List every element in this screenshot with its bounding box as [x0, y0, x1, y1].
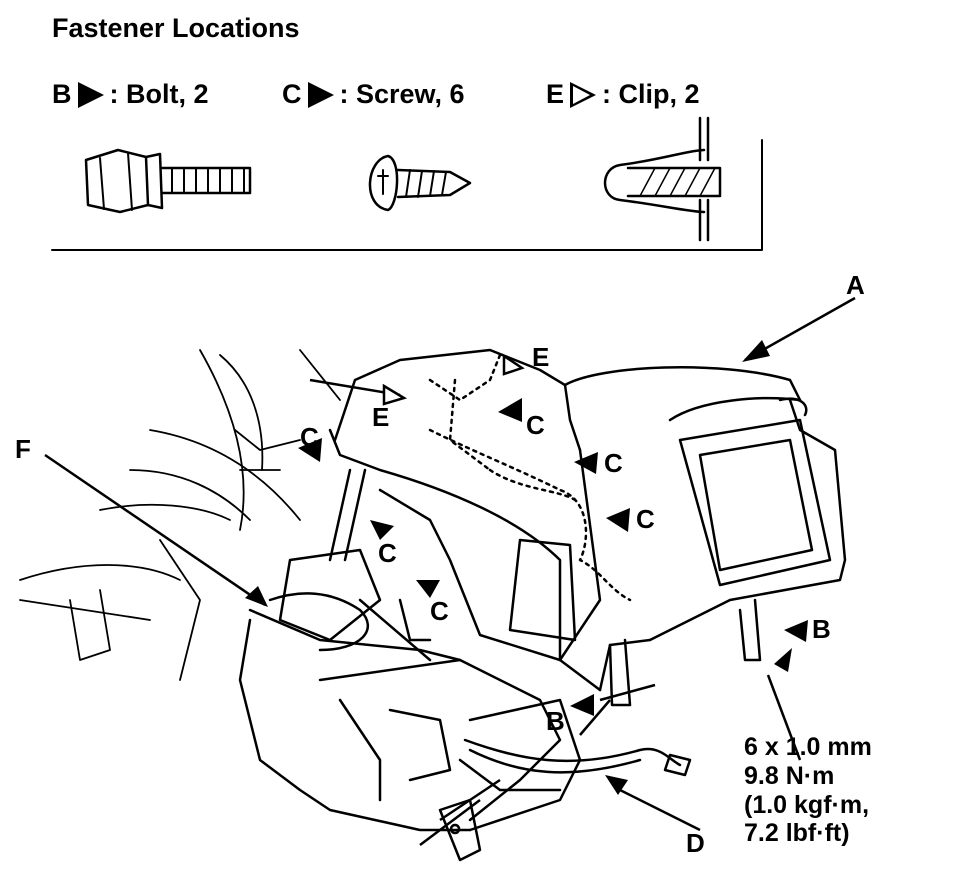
screw-marker-icon	[606, 508, 630, 532]
callout-d: D	[686, 828, 705, 858]
screw-marker-icon	[370, 520, 394, 540]
legend-bolt-text: : Bolt, 2	[109, 79, 209, 109]
screw-marker-icon	[416, 580, 440, 598]
legend-screw-letter: C	[282, 79, 302, 109]
bolt-marker-icon	[570, 694, 594, 716]
clip-marker-icon	[382, 383, 408, 406]
legend-clip-letter: E	[546, 79, 565, 109]
clip-icon	[603, 116, 722, 242]
bolt-icon	[84, 148, 252, 214]
legend-bolt-letter: B	[52, 79, 72, 109]
clip-marker-icon	[502, 353, 525, 376]
clip-markers	[382, 353, 525, 406]
callout-b: B	[546, 706, 565, 736]
callout-c: C	[430, 596, 449, 626]
callout-e: E	[372, 402, 390, 432]
wire-harness	[463, 738, 692, 777]
center-console	[328, 348, 847, 707]
screw-marker-icon	[574, 452, 598, 474]
hidden-harness	[428, 353, 632, 602]
callout-e: E	[532, 342, 550, 372]
filled-triangle-icon	[77, 81, 104, 108]
hollow-triangle-icon	[570, 81, 597, 108]
callout-c: C	[604, 448, 623, 478]
filled-triangle-icon	[307, 81, 334, 108]
spec-torque-lbf: 7.2 lbf·ft)	[744, 819, 850, 848]
screw-marker-icon	[498, 398, 522, 422]
legend-frame	[51, 139, 763, 251]
page-title: Fastener Locations	[52, 13, 300, 43]
screw-icon	[368, 154, 472, 212]
legend-clip: E : Clip, 2	[546, 81, 700, 108]
fastener-markers	[298, 398, 808, 716]
spec-torque-kgf: (1.0 kgf·m,	[744, 790, 870, 819]
legend-bolt: B : Bolt, 2	[52, 81, 209, 108]
legend-screw: C : Screw, 6	[282, 81, 465, 108]
spec-torque-nm: 9.8 N·m	[744, 761, 835, 790]
callout-f: F	[15, 434, 31, 464]
callout-c: C	[526, 410, 545, 440]
dashboard-outline	[19, 349, 341, 681]
lower-bracket	[438, 798, 482, 862]
bolt-marker-icon	[784, 620, 808, 642]
arrowheads	[245, 340, 792, 795]
callout-b: B	[812, 614, 831, 644]
callout-c: C	[300, 422, 319, 452]
callout-c: C	[378, 538, 397, 568]
callout-c: C	[636, 504, 655, 534]
legend-screw-text: : Screw, 6	[339, 79, 465, 109]
torque-spec: 6 x 1.0 mm 9.8 N·m (1.0 kgf·m, 7.2 lbf·f…	[744, 733, 872, 848]
callout-a: A	[846, 270, 865, 300]
screw-marker-icon	[298, 438, 322, 462]
spec-size: 6 x 1.0 mm	[744, 733, 872, 761]
legend-clip-text: : Clip, 2	[602, 79, 700, 109]
leader-lines	[44, 296, 856, 846]
